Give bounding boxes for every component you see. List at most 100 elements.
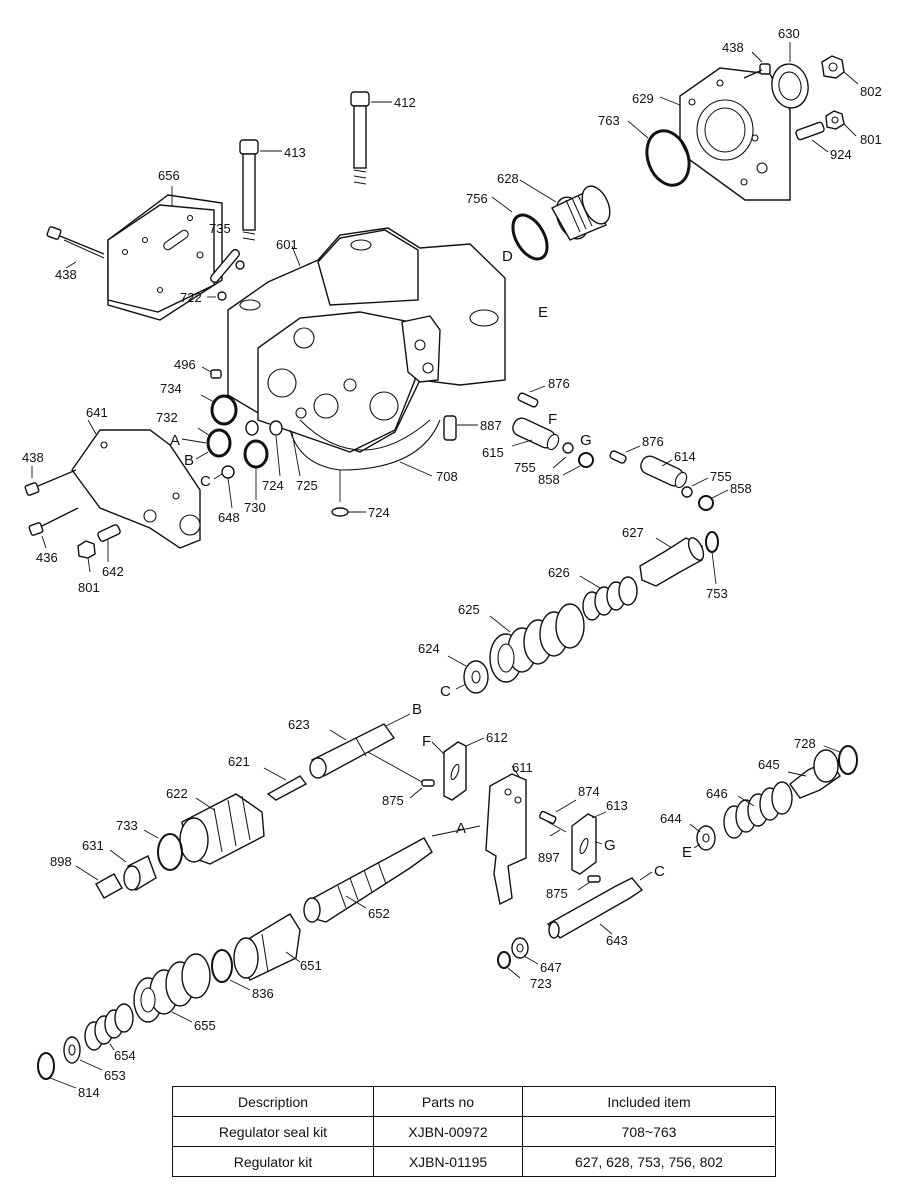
pin-898 [95, 873, 123, 899]
column-header-included-item: Included item [522, 1086, 776, 1117]
callout-722: 722 [180, 290, 202, 305]
spring-655 [133, 953, 211, 1023]
callout-621: 621 [228, 754, 250, 769]
pin-615 [512, 417, 560, 451]
column-header-parts-no: Parts no [373, 1086, 523, 1117]
callout-652: 652 [368, 906, 390, 921]
callout-647: 647 [540, 960, 562, 975]
callout-756: 756 [466, 191, 488, 206]
callout-858: 858 [730, 481, 752, 496]
table-cell-included-item: 627, 628, 753, 756, 802 [522, 1146, 776, 1177]
callout-656: 656 [158, 168, 180, 183]
seat-651 [233, 913, 301, 981]
callout-655: 655 [194, 1018, 216, 1033]
callout-614: 614 [674, 449, 696, 464]
callout-630: 630 [778, 26, 800, 41]
callout-643: 643 [606, 933, 628, 948]
lever-613 [571, 813, 597, 875]
letter-ref-E: E [538, 304, 548, 321]
callout-601: 601 [276, 237, 298, 252]
callout-753: 753 [706, 586, 728, 601]
letter-ref-G: G [580, 432, 592, 449]
callout-801: 801 [78, 580, 100, 595]
callout-641: 641 [86, 405, 108, 420]
callout-734: 734 [160, 381, 182, 396]
callout-725: 725 [296, 478, 318, 493]
spring-626 [582, 576, 638, 621]
callout-644: 644 [660, 811, 682, 826]
callout-615: 615 [482, 445, 504, 460]
cap-647 [511, 937, 529, 959]
callout-755: 755 [710, 469, 732, 484]
plate-629 [679, 67, 791, 201]
callout-898: 898 [50, 854, 72, 869]
callout-625: 625 [458, 602, 480, 617]
column-header-description: Description [172, 1086, 374, 1117]
callout-653: 653 [104, 1068, 126, 1083]
table-cell-description: Regulator kit [172, 1146, 374, 1177]
callout-924: 924 [830, 147, 852, 162]
lever-611 [485, 773, 527, 906]
plug-628 [551, 185, 611, 241]
callout-642: 642 [102, 564, 124, 579]
table-row: Regulator kit XJBN-01195 627, 628, 753, … [172, 1146, 776, 1177]
callout-897: 897 [538, 850, 560, 865]
spring-654 [84, 1003, 134, 1051]
pin-645 [789, 749, 841, 799]
nut-802 [821, 55, 845, 79]
callout-814: 814 [78, 1085, 100, 1100]
table-cell-parts-no: XJBN-01195 [373, 1146, 523, 1177]
callout-654: 654 [114, 1048, 136, 1063]
letter-ref-A: A [170, 432, 180, 449]
callout-728: 728 [794, 736, 816, 751]
callout-496: 496 [174, 357, 196, 372]
bolt-438-left [24, 469, 77, 496]
nut-801-right [825, 110, 845, 130]
callout-622: 622 [166, 786, 188, 801]
table-row: Regulator seal kit XJBN-00972 708~763 [172, 1116, 776, 1147]
callout-631: 631 [82, 838, 104, 853]
callout-438: 438 [55, 267, 77, 282]
callout-412: 412 [394, 95, 416, 110]
bolt-438-top [46, 226, 105, 259]
callout-646: 646 [706, 786, 728, 801]
regulator-body-601 [227, 227, 506, 453]
callout-438: 438 [22, 450, 44, 465]
table-cell-parts-no: XJBN-00972 [373, 1116, 523, 1147]
callout-724: 724 [262, 478, 284, 493]
lever-612 [443, 741, 467, 801]
callout-876: 876 [548, 376, 570, 391]
letter-ref-E: E [682, 844, 692, 861]
callout-730: 730 [244, 500, 266, 515]
stem-627 [639, 537, 705, 587]
callout-624: 624 [418, 641, 440, 656]
callout-732: 732 [156, 410, 178, 425]
bolt-436 [28, 507, 79, 536]
callout-708: 708 [436, 469, 458, 484]
bolt-412 [350, 91, 370, 185]
letter-ref-C: C [440, 683, 451, 700]
letter-ref-F: F [422, 733, 431, 750]
callout-875: 875 [382, 793, 404, 808]
callout-755: 755 [514, 460, 536, 475]
letter-ref-D: D [502, 248, 513, 265]
callout-802: 802 [860, 84, 882, 99]
cover-641 [71, 429, 201, 549]
callout-735: 735 [209, 221, 231, 236]
callout-724: 724 [368, 505, 390, 520]
table-header-row: Description Parts no Included item [172, 1086, 776, 1117]
callout-627: 627 [622, 525, 644, 540]
callout-876: 876 [642, 434, 664, 449]
callout-612: 612 [486, 730, 508, 745]
letter-ref-A: A [456, 820, 466, 837]
pin-643 [546, 877, 644, 939]
callout-887: 887 [480, 418, 502, 433]
letter-ref-F: F [548, 411, 557, 428]
callout-874: 874 [578, 784, 600, 799]
letter-ref-B: B [412, 701, 422, 718]
pin-621 [266, 775, 308, 801]
letter-ref-C: C [654, 863, 665, 880]
pin-623 [309, 723, 396, 779]
callout-438: 438 [722, 40, 744, 55]
